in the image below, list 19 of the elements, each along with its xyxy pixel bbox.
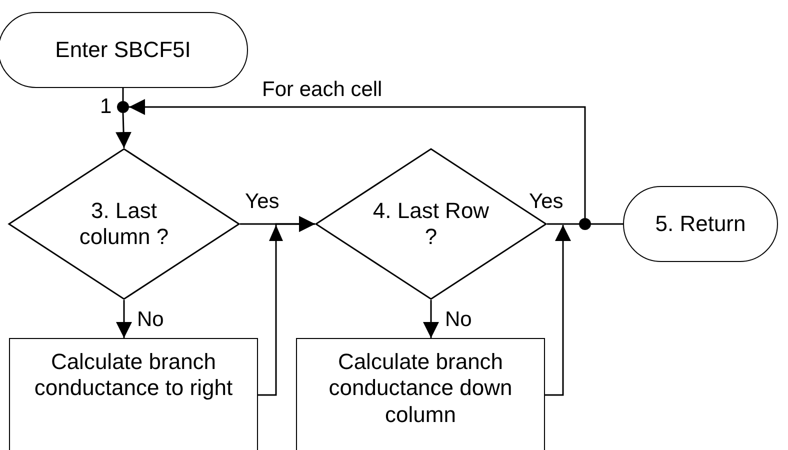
node-text: 5. Return: [654, 210, 747, 238]
arrow: [545, 225, 571, 396]
node-text: 3. Last column ?: [78, 198, 170, 250]
process-box: [9, 338, 258, 450]
node-text: Calculate branch conductance to right: [33, 349, 234, 402]
connector-line: [591, 223, 623, 225]
terminal-shape: [0, 12, 248, 88]
node-text: 4. Last Row ?: [372, 198, 490, 250]
process-box: [296, 338, 545, 450]
arrow: [423, 300, 439, 338]
connector-line: [122, 88, 124, 101]
node-text: Calculate branch conductance down column: [328, 349, 514, 428]
arrow: [116, 300, 132, 338]
junction-dot: [579, 218, 591, 230]
connector-line: [547, 223, 579, 225]
node-text: Enter SBCF5I: [54, 36, 192, 64]
arrow: [129, 99, 586, 218]
junction-dot: [117, 101, 129, 113]
arrow: [116, 112, 132, 148]
